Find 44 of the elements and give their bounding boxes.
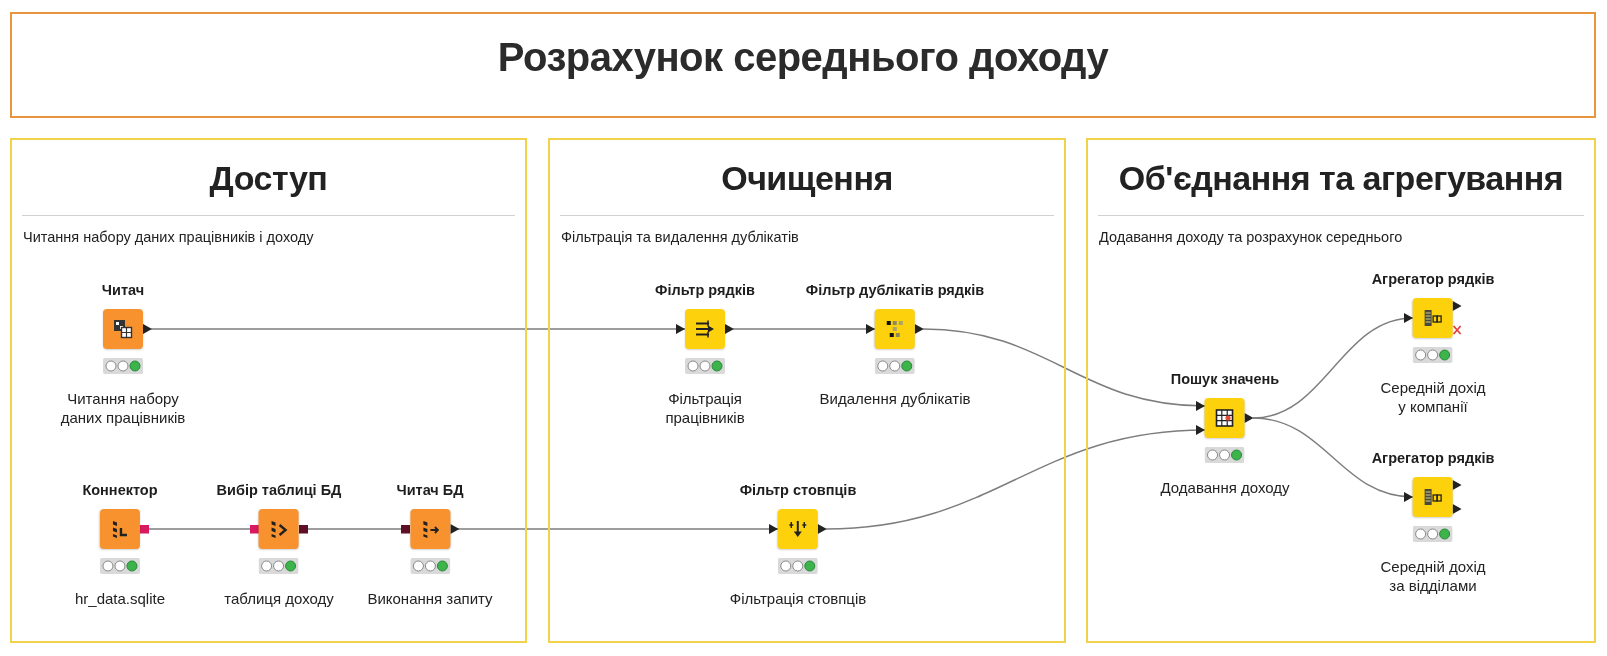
section-subtitle: Читання набору даних працівників і доходу [23, 228, 314, 246]
connector [732, 324, 876, 334]
connector [457, 524, 779, 534]
node-description: Середній дохід за відділами [1379, 557, 1487, 595]
connector [139, 524, 260, 534]
node-description: Виконання запиту [367, 589, 493, 608]
section-subtitle: Фільтрація та видалення дублікатів [561, 228, 799, 246]
workflow-node [655, 281, 755, 427]
section-panel [10, 138, 527, 643]
node-name: Пошук значень [1170, 370, 1280, 388]
node-description: hr_data.sqlite [74, 589, 166, 608]
node-description: таблиця доходу [224, 589, 334, 608]
node-name: Фільтр дублікатів рядків [805, 281, 985, 299]
workflow-node [216, 481, 342, 608]
node-description: Видалення дублікатів [819, 389, 971, 408]
node-name: Читач [101, 281, 145, 299]
node-description: Фільтрація працівників [664, 389, 746, 427]
workflow-node [1371, 270, 1495, 416]
node-name: Фільтр стовпців [739, 481, 857, 499]
node-name: Коннектор [82, 481, 158, 499]
node-description: Середній дохід у компанії [1379, 378, 1487, 416]
connector [1252, 417, 1414, 502]
node-name: Читач БД [396, 481, 464, 499]
node-name: Вибір таблиці БД [216, 481, 342, 499]
node-name: Агрегатор рядків [1371, 449, 1495, 467]
section-heading: Об'єднання та агрегування [1117, 158, 1565, 198]
section-subtitle: Додавання доходу та розрахунок середнього [1099, 228, 1403, 246]
workflow-node [729, 481, 867, 608]
section-heading: Доступ [208, 158, 329, 198]
connector [298, 524, 411, 534]
section-heading: Очищення [720, 158, 894, 198]
workflow-node [805, 281, 985, 408]
node-description: Фільтрація стовпців [729, 589, 867, 608]
node-name: Фільтр рядків [655, 281, 755, 299]
connector [922, 328, 1206, 411]
title: Розрахунок середнього доходу [497, 34, 1109, 81]
node-name: Агрегатор рядків [1371, 270, 1495, 288]
connector [825, 425, 1206, 530]
connector [150, 324, 686, 334]
section-panel [1086, 138, 1596, 643]
section-panel [548, 138, 1066, 643]
workflow-node [1371, 449, 1495, 595]
node-description: Читання набору даних працівників [59, 389, 187, 427]
node-description: Додавання доходу [1160, 478, 1290, 497]
